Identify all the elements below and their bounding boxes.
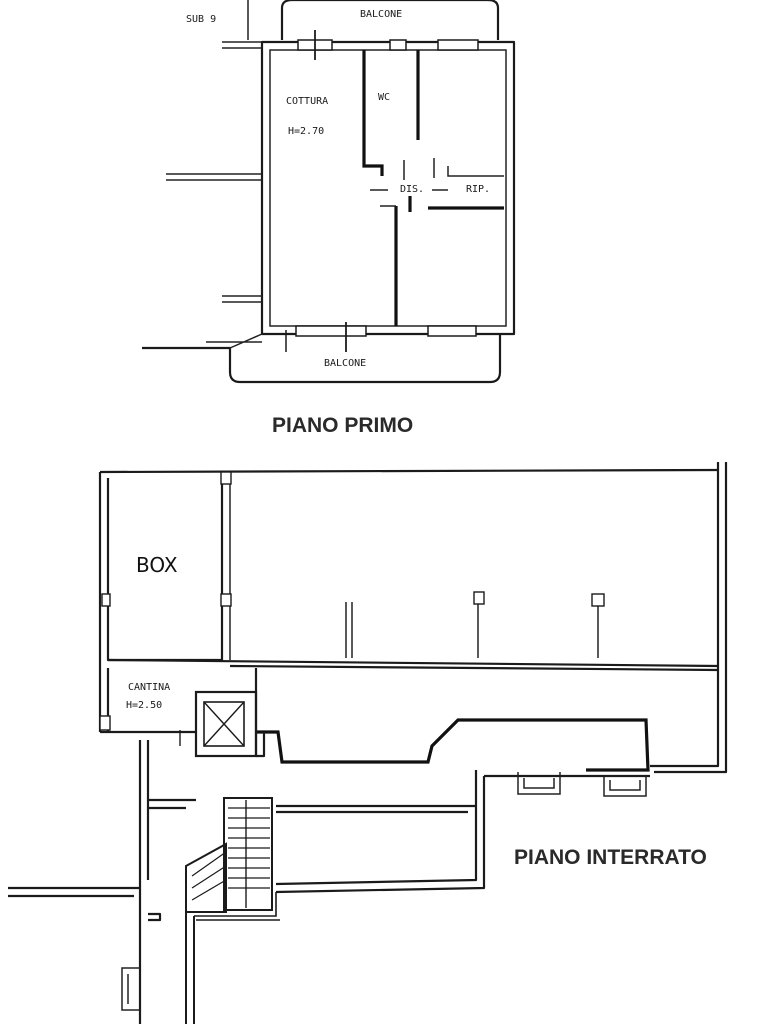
balcony-bottom-outline <box>142 334 502 384</box>
sub9-label: SUB 9 <box>186 14 216 25</box>
hallway-label: DIS. <box>400 184 424 195</box>
left-external-wall <box>8 886 140 898</box>
lower-corridor-wall <box>276 804 476 814</box>
cellar-label: CANTINA <box>128 682 170 693</box>
left-neighbour-walls <box>166 173 262 303</box>
cellar-height-label: H=2.50 <box>126 700 162 711</box>
kitchen-label: COTTURA <box>286 96 328 107</box>
niche-1 <box>517 772 561 795</box>
balcony-top-label: BALCONE <box>360 9 402 20</box>
cellar-outline <box>100 668 196 734</box>
balcony-bottom-label: BALCONE <box>324 358 366 369</box>
hallway-lower-partition <box>394 196 504 326</box>
basement-top-wall <box>99 468 719 474</box>
corridor-inner <box>254 668 266 758</box>
top-openings <box>297 30 479 60</box>
box-pillar-mid <box>220 593 232 607</box>
left-bottom-steps <box>121 967 140 1011</box>
pillar-2 <box>591 593 605 607</box>
hallway-marks <box>370 158 504 207</box>
sub9-wall <box>222 0 268 49</box>
box-right-wall <box>222 478 231 660</box>
elevator-cross <box>203 701 245 747</box>
garage-bottom-wall <box>107 658 719 672</box>
corridor-wall <box>256 718 650 772</box>
first-floor-plan: SUB 9 BALCONE COTTURA H=2.70 WC DIS. RIP… <box>142 0 516 437</box>
balcony-top-outline <box>280 0 500 40</box>
cellar-door-mark <box>99 715 111 731</box>
box-label: BOX <box>136 553 178 577</box>
storage-label: RIP. <box>466 184 490 195</box>
basement-right-wall <box>650 462 728 774</box>
left-vertical-wall <box>138 740 196 1024</box>
pillar-1 <box>473 591 485 605</box>
first-floor-title: PIANO PRIMO <box>272 414 413 437</box>
box-pillar-top <box>220 471 232 485</box>
basement-plan: BOX CANTINA H=2.50 PIANO INTERRATO <box>8 462 728 1024</box>
kitchen-wc-partition <box>362 50 384 176</box>
lower-right-walls <box>275 770 650 894</box>
staircase <box>185 797 280 1024</box>
balcony-bottom-inner <box>206 333 263 349</box>
niche-2 <box>603 776 647 797</box>
basement-title: PIANO INTERRATO <box>514 846 707 869</box>
apartment-outer-wall <box>260 40 516 336</box>
kitchen-height-label: H=2.70 <box>288 126 324 137</box>
box-pillar-left <box>101 593 111 607</box>
wc-label: WC <box>378 92 390 103</box>
apartment-inner-wall <box>269 49 507 327</box>
bottom-openings <box>285 322 477 352</box>
garage-pillar-lines <box>345 596 599 658</box>
